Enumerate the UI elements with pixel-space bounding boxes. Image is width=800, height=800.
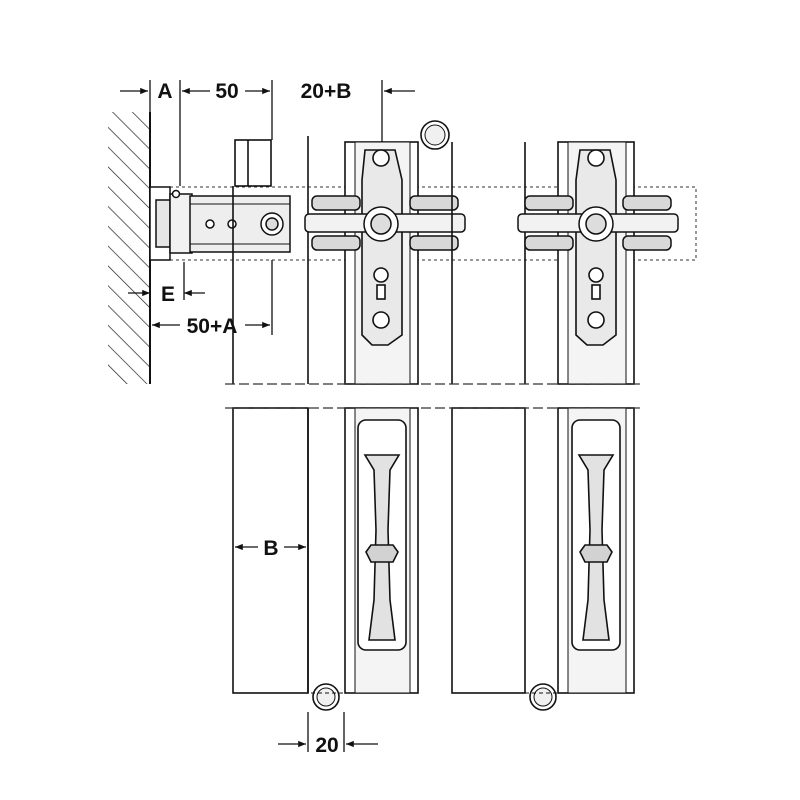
- roller-carriage-2: [517, 195, 679, 251]
- dimension-label-a: A: [157, 80, 172, 103]
- connector-block: [189, 195, 291, 253]
- dimension-lines: [120, 80, 415, 752]
- roller-carriage-1: [304, 195, 466, 251]
- dimension-label-50: 50: [215, 80, 238, 103]
- break-lines: [225, 383, 640, 409]
- dimension-label-20: 20: [315, 734, 338, 757]
- wall-bracket: [149, 186, 193, 261]
- dimension-label-50-plus-a: 50+A: [187, 315, 238, 338]
- sliding-door-1: [248, 120, 450, 711]
- dimension-label-b: B: [263, 537, 278, 560]
- wall: [108, 112, 151, 384]
- dimension-label-20-plus-b: 20+B: [301, 80, 352, 103]
- dimension-label-e: E: [161, 283, 175, 306]
